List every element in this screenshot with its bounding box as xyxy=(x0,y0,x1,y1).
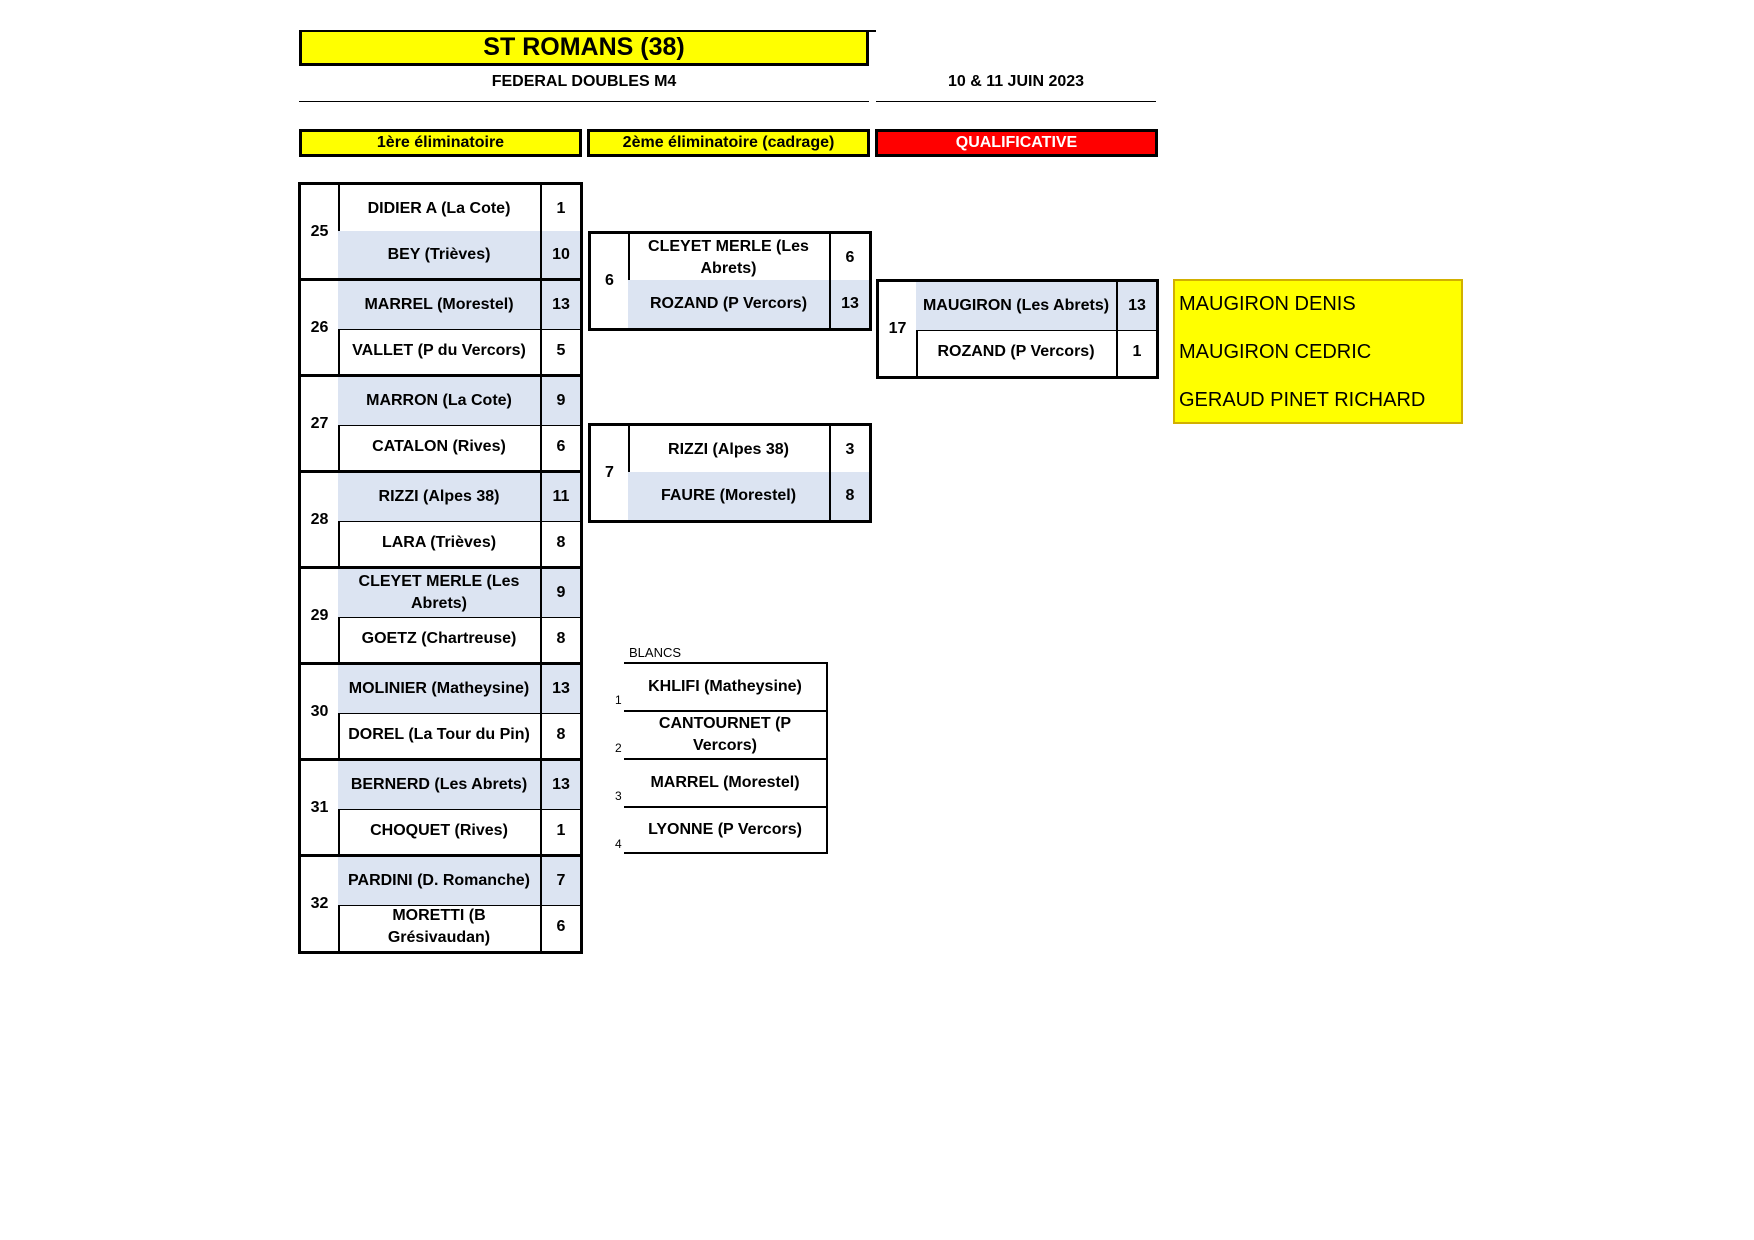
phase-header-round1: 1ère éliminatoire xyxy=(299,129,582,157)
team-name: MAUGIRON (Les Abrets) xyxy=(916,282,1118,330)
team-score: 8 xyxy=(556,534,566,551)
blanc-number: 4 xyxy=(615,837,622,851)
team-score: 6 xyxy=(556,918,566,935)
team-name: CHOQUET (Rives) xyxy=(338,807,542,855)
team-score: 13 xyxy=(841,295,859,312)
team-name: CLEYET MERLE (Les Abrets) xyxy=(338,569,542,617)
match-number: 32 xyxy=(301,857,340,951)
divider xyxy=(876,101,1156,102)
blanc-team: KHLIFI (Matheysine) xyxy=(624,662,828,710)
qualified-player: MAUGIRON CEDRIC xyxy=(1179,341,1372,363)
blanc-number: 2 xyxy=(615,741,622,755)
team-score: 3 xyxy=(845,441,855,458)
team-name: GOETZ (Chartreuse) xyxy=(338,615,542,663)
phase-header-qualificative: QUALIFICATIVE xyxy=(875,129,1158,157)
event-date: 10 & 11 JUIN 2023 xyxy=(947,73,1085,90)
match-27: 27 MARRON (La Cote) 9 CATALON (Rives) 6 xyxy=(298,374,583,474)
match-7: 7 RIZZI (Alpes 38) 3 FAURE (Morestel) 8 xyxy=(588,423,872,523)
match-number: 30 xyxy=(301,665,340,759)
match-number: 7 xyxy=(591,426,630,520)
team-score: 11 xyxy=(552,488,570,505)
team-score: 8 xyxy=(845,487,855,504)
team-name: FAURE (Morestel) xyxy=(628,472,831,520)
match-26: 26 MARREL (Morestel) 13 VALLET (P du Verc… xyxy=(298,278,583,378)
team-name: RIZZI (Alpes 38) xyxy=(338,473,542,521)
blanc-team: CANTOURNET (P Vercors) xyxy=(624,710,828,758)
match-number: 27 xyxy=(301,377,340,471)
match-number: 28 xyxy=(301,473,340,567)
qualified-player: GERAUD PINET RICHARD xyxy=(1179,389,1426,411)
team-name: CATALON (Rives) xyxy=(338,423,542,471)
team-name: MARREL (Morestel) xyxy=(338,281,542,329)
team-name: RIZZI (Alpes 38) xyxy=(628,426,831,474)
match-28: 28 RIZZI (Alpes 38) 11 LARA (Trièves) 8 xyxy=(298,470,583,570)
match-6: 6 CLEYET MERLE (Les Abrets)6 ROZAND (P V… xyxy=(588,231,872,331)
blancs-label: BLANCS xyxy=(629,645,682,660)
match-number: 17 xyxy=(879,282,918,376)
team-score: 1 xyxy=(556,822,566,839)
match-number: 31 xyxy=(301,761,340,855)
team-score: 13 xyxy=(552,296,570,313)
blanc-number: 3 xyxy=(615,789,622,803)
team-name: CLEYET MERLE (Les Abrets) xyxy=(628,234,831,282)
match-number: 25 xyxy=(301,185,340,279)
match-number: 6 xyxy=(591,234,630,328)
team-name: LARA (Trièves) xyxy=(338,519,542,567)
team-name: DOREL (La Tour du Pin) xyxy=(338,711,542,759)
team-score: 6 xyxy=(556,438,566,455)
qualified-player: MAUGIRON DENIS xyxy=(1179,293,1356,315)
match-17: 17 MAUGIRON (Les Abrets) 13 ROZAND (P Ver… xyxy=(876,279,1159,379)
competition-name: FEDERAL DOUBLES M4 xyxy=(491,73,677,90)
team-name: MOLINIER (Matheysine) xyxy=(338,665,542,713)
blanc-number: 1 xyxy=(615,693,622,707)
team-name: MARRON (La Cote) xyxy=(338,377,542,425)
qualified-players-box: MAUGIRON DENIS MAUGIRON CEDRIC GERAUD PI… xyxy=(1173,279,1463,424)
match-30: 30 MOLINIER (Matheysine) 13 DOREL (La Tou… xyxy=(298,662,583,762)
match-29: 29 CLEYET MERLE (Les Abrets) 9 GOETZ (Cha… xyxy=(298,566,583,666)
team-name: BEY (Trièves) xyxy=(338,231,542,279)
team-score: 1 xyxy=(1132,343,1142,360)
title-rule xyxy=(866,30,876,32)
team-score: 9 xyxy=(556,392,566,409)
team-score: 13 xyxy=(552,776,570,793)
match-number: 29 xyxy=(301,569,340,663)
match-31: 31 BERNERD (Les Abrets) 13 CHOQUET (Rives… xyxy=(298,758,583,858)
team-name: MORETTI (B Grésivaudan) xyxy=(338,903,542,951)
match-number: 26 xyxy=(301,281,340,375)
team-score: 7 xyxy=(556,872,566,889)
team-score: 13 xyxy=(1128,297,1146,314)
team-score: 9 xyxy=(556,584,566,601)
team-score: 10 xyxy=(552,246,570,263)
team-name: BERNERD (Les Abrets) xyxy=(338,761,542,809)
team-score: 8 xyxy=(556,630,566,647)
team-name: DIDIER A (La Cote) xyxy=(338,185,542,233)
divider xyxy=(299,101,869,102)
blanc-team: MARREL (Morestel) xyxy=(624,758,828,806)
team-name: ROZAND (P Vercors) xyxy=(916,328,1118,376)
team-name: ROZAND (P Vercors) xyxy=(628,280,831,328)
team-name: PARDINI (D. Romanche) xyxy=(338,857,542,905)
team-name: VALLET (P du Vercors) xyxy=(338,327,542,375)
match-32: 32 PARDINI (D. Romanche) 7 MORETTI (B Gré… xyxy=(298,854,583,954)
match-25: 25 DIDIER A (La Cote) 1 BEY (Trièves) 10 xyxy=(298,182,583,282)
team-score: 8 xyxy=(556,726,566,743)
team-score: 5 xyxy=(556,342,566,359)
page-title: ST ROMANS (38) xyxy=(299,30,869,66)
blanc-team: LYONNE (P Vercors) xyxy=(624,806,828,854)
team-score: 13 xyxy=(552,680,570,697)
team-score: 1 xyxy=(556,200,566,217)
team-score: 6 xyxy=(845,249,855,266)
phase-header-round2: 2ème éliminatoire (cadrage) xyxy=(587,129,870,157)
